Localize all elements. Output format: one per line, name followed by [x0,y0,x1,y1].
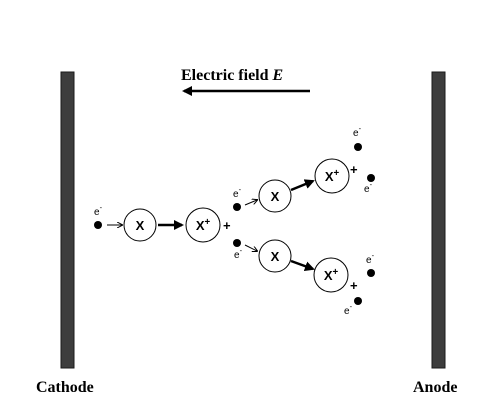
electron-label: e- [94,203,103,218]
electron [354,143,362,151]
electron-path-arrow [244,244,257,251]
electron [233,203,241,211]
electron-label: e- [344,302,353,317]
ion [185,207,221,243]
electron [367,269,375,277]
neutral-atom [123,208,157,242]
ion [313,257,349,293]
plus-sign: + [223,218,231,233]
electron [354,297,362,305]
electron-label: e- [366,251,375,266]
neutral-atom [258,239,292,273]
electron-label: e- [353,124,362,139]
electric-field-label: Electric field E [181,67,283,84]
ion-label: X+ [324,267,339,283]
cathode-plate [60,71,75,369]
electron [367,174,375,182]
neutral-atom-label: X [136,218,145,233]
ionization-arrow [290,259,315,271]
anode-label: Anode [413,379,457,396]
ion [314,158,350,194]
neutral-atom-label: X [271,249,280,264]
ionization-arrow [290,179,315,192]
anode-plate [431,71,446,369]
cathode-label: Cathode [36,379,94,396]
electron [233,239,241,247]
electron-path-arrow [244,200,257,206]
neutral-atom [258,179,292,213]
plus-sign: + [350,278,358,293]
electron-label: e- [234,246,243,261]
electron-label: e- [233,185,242,200]
neutral-atom-label: X [271,189,280,204]
ion-label: X+ [196,217,211,233]
ion-label: X+ [325,168,340,184]
electron-label: e- [364,180,373,195]
electron [94,221,102,229]
plus-sign: + [350,162,358,177]
